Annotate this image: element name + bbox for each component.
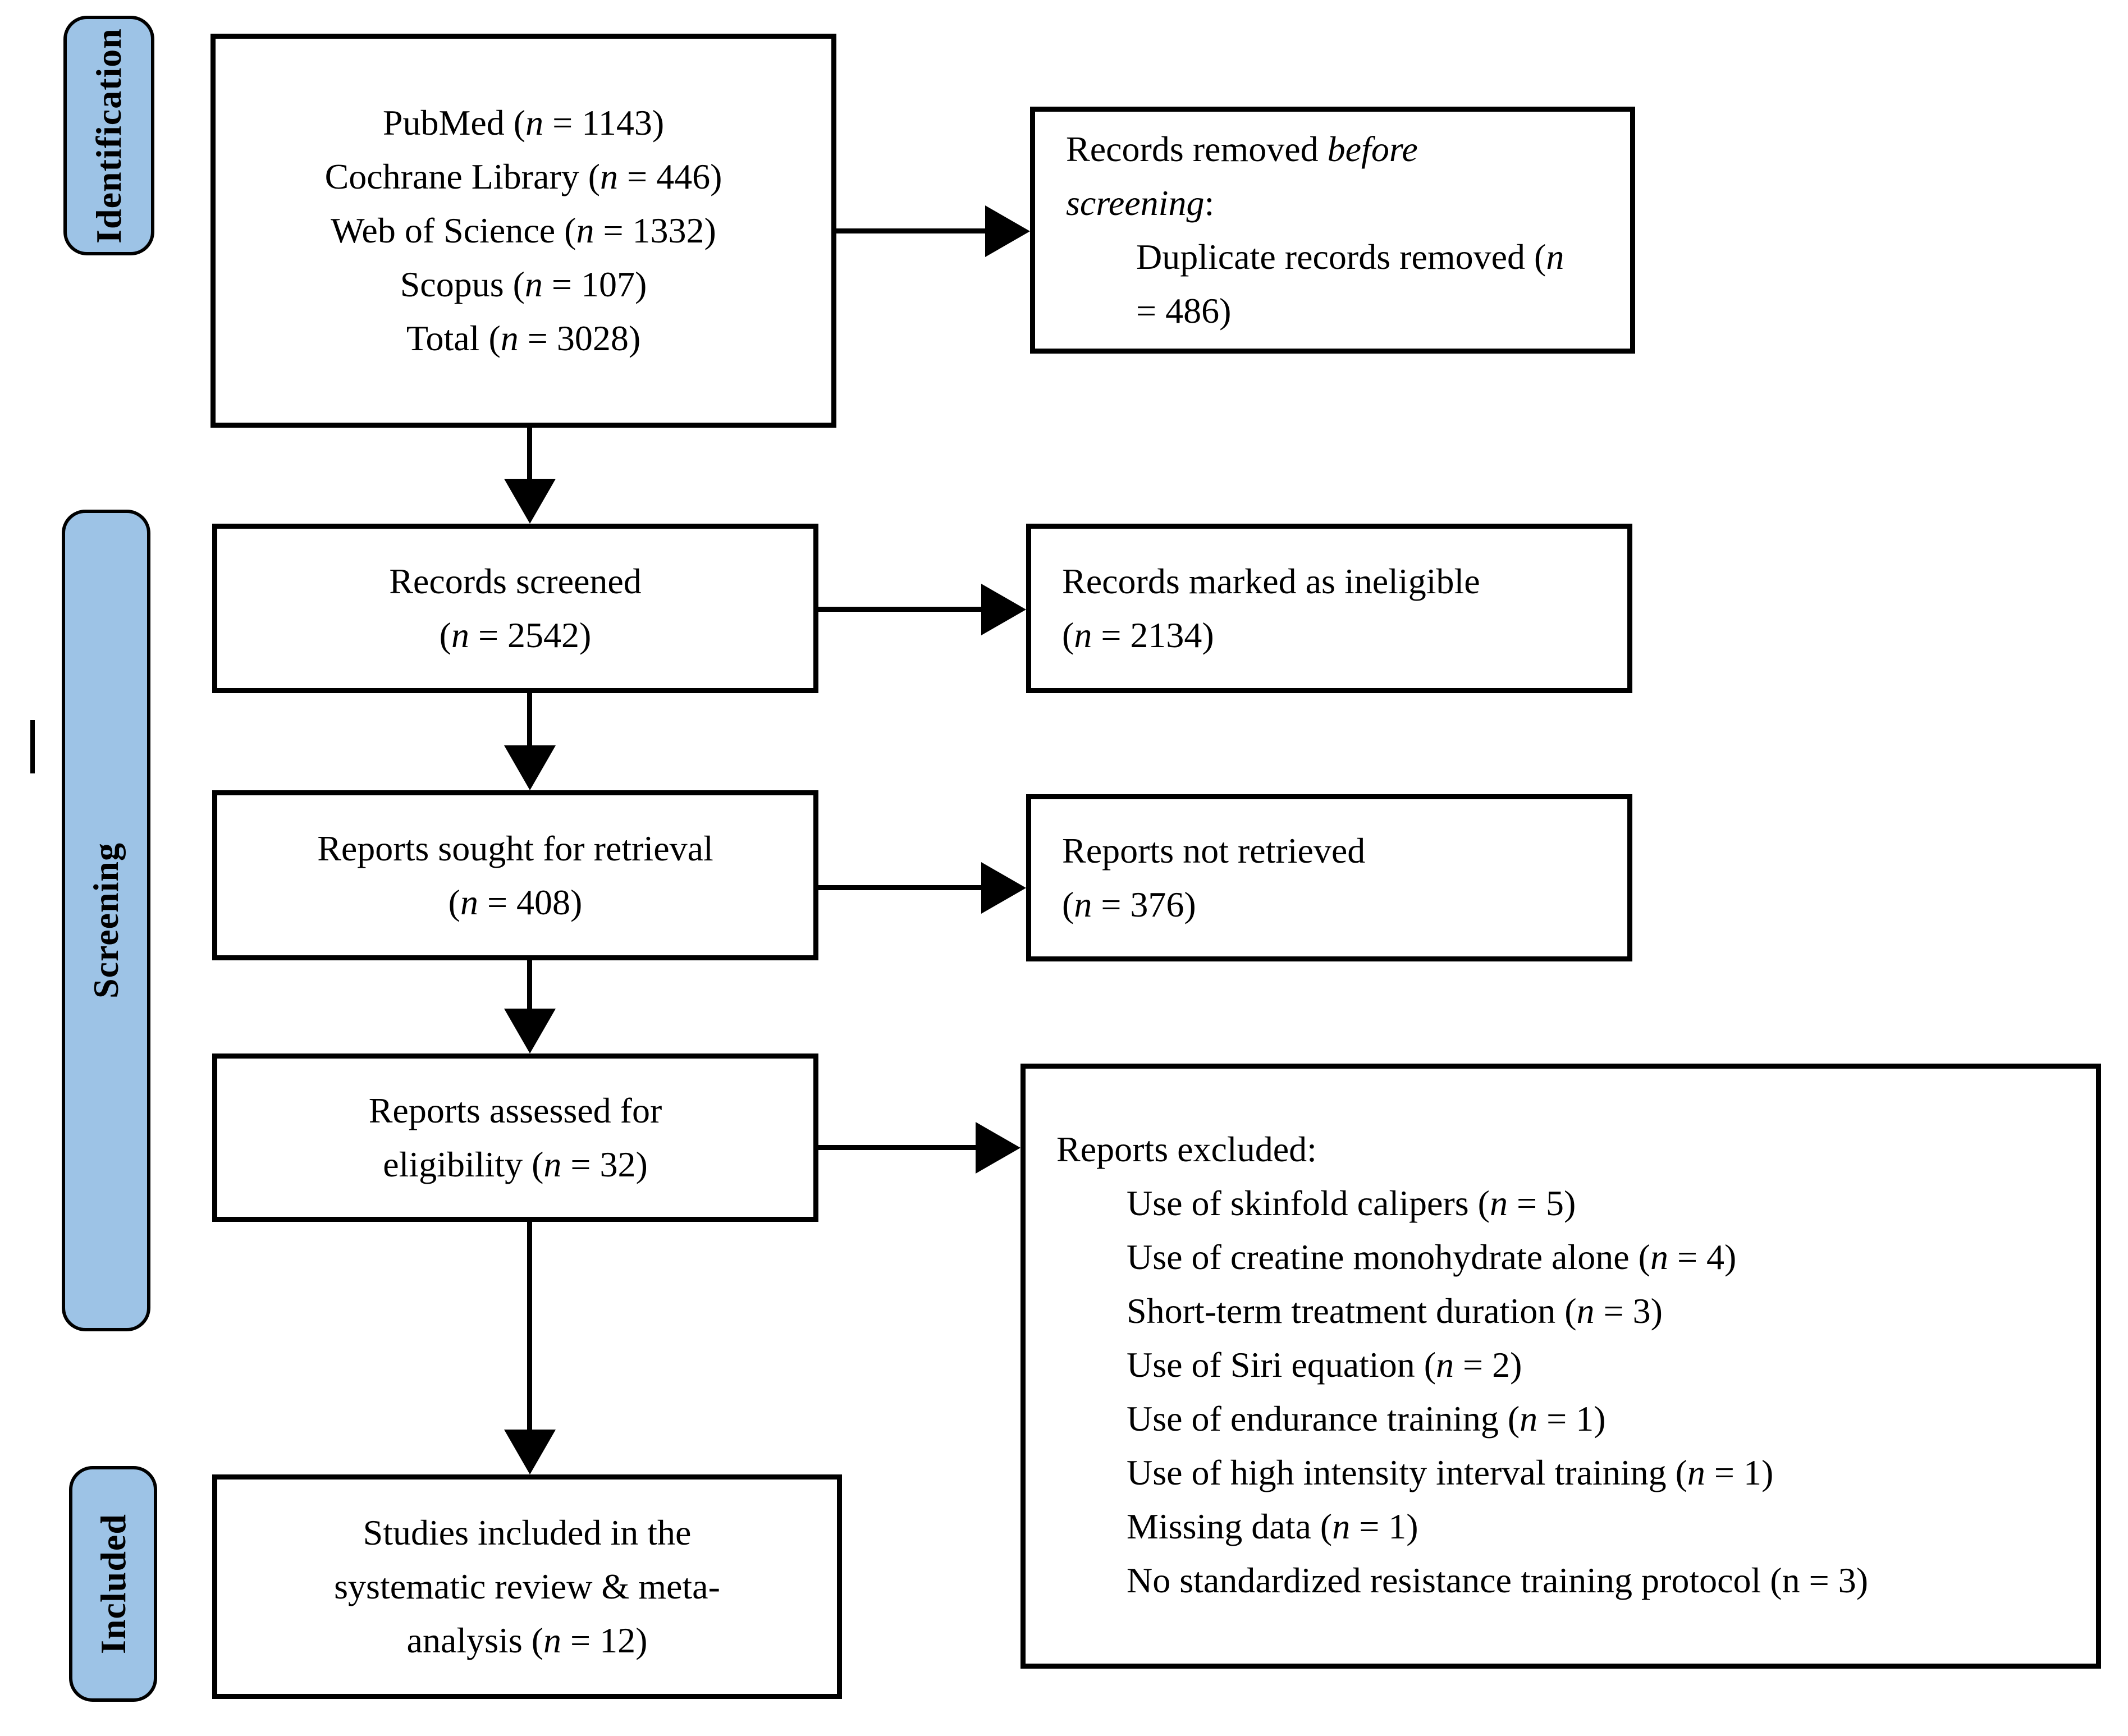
arrow-down-icon — [504, 1430, 556, 1474]
removed-title-line1: Records removed before — [1066, 129, 1418, 169]
databases-searched-box: PubMed (n = 1143) Cochrane Library (n = … — [210, 34, 836, 428]
arrow-down-icon — [504, 479, 556, 524]
stage-label-identification: Identification — [63, 16, 154, 255]
records-ineligible-count: (n = 2134) — [1062, 615, 1214, 655]
stage-label-screening: Screening — [62, 510, 150, 1331]
records-screened-line: Records screened — [389, 561, 642, 601]
source-line: Total (n = 3028) — [406, 318, 641, 358]
source-line: Web of Science (n = 1332) — [331, 210, 716, 250]
stage-label-included: Included — [69, 1466, 157, 1702]
excluded-item: Use of creatine monohydrate alone (n = 4… — [1127, 1237, 1737, 1277]
excluded-item: Use of endurance training (n = 1) — [1127, 1399, 1606, 1439]
arrow-assessed-to-excluded-line — [818, 1145, 976, 1150]
reports-sought-box: Reports sought for retrieval (n = 408) — [212, 790, 818, 960]
records-removed-before-screening-box: Records removed before screening: Duplic… — [1030, 107, 1635, 354]
excluded-item: Use of high intensity interval training … — [1127, 1453, 1774, 1492]
arrow-down-icon — [504, 1009, 556, 1053]
arrow-sources-to-screened-line — [527, 428, 532, 479]
arrow-sought-to-assessed-line — [527, 960, 532, 1009]
stage-label-identification-text: Identification — [89, 28, 129, 244]
source-line: Scopus (n = 107) — [400, 264, 647, 304]
source-line: Cochrane Library (n = 446) — [324, 157, 722, 196]
arrow-screened-to-sought-line — [527, 693, 532, 745]
reports-sought-count: (n = 408) — [448, 882, 583, 922]
arrow-right-icon — [985, 205, 1030, 257]
stray-mark — [30, 720, 35, 773]
arrow-right-icon — [976, 1122, 1020, 1174]
excluded-item: Short-term treatment duration (n = 3) — [1127, 1291, 1663, 1331]
arrow-down-icon — [504, 745, 556, 790]
records-ineligible-line: Records marked as ineligible — [1062, 561, 1480, 601]
excluded-item-last: No standardized resistance training prot… — [1127, 1560, 1868, 1600]
reports-assessed-count: eligibility (n = 32) — [383, 1144, 648, 1184]
stage-label-included-text: Included — [93, 1514, 133, 1654]
studies-included-box: Studies included in the systematic revie… — [212, 1474, 842, 1699]
arrow-assessed-to-included-line — [527, 1222, 532, 1430]
reports-excluded-title: Reports excluded: — [1056, 1129, 1317, 1169]
studies-included-line: systematic review & meta- — [334, 1566, 720, 1606]
reports-sought-line: Reports sought for retrieval — [317, 828, 713, 868]
studies-included-count: analysis (n = 12) — [406, 1620, 648, 1660]
duplicate-records-removed-item: Duplicate records removed (n = 486) — [1136, 237, 1564, 331]
arrow-right-icon — [981, 862, 1026, 914]
reports-assessed-line: Reports assessed for — [368, 1091, 662, 1130]
stage-label-screening-text: Screening — [86, 842, 126, 999]
arrow-screened-to-ineligible-line — [818, 607, 981, 612]
studies-included-line: Studies included in the — [363, 1513, 692, 1552]
reports-not-retrieved-count: (n = 376) — [1062, 885, 1196, 924]
reports-not-retrieved-line: Reports not retrieved — [1062, 831, 1366, 871]
records-screened-count: (n = 2542) — [439, 615, 592, 655]
arrow-sources-to-removed-line — [836, 228, 985, 233]
reports-not-retrieved-box: Reports not retrieved (n = 376) — [1026, 794, 1632, 961]
excluded-item: Use of skinfold calipers (n = 5) — [1127, 1183, 1576, 1223]
arrow-right-icon — [981, 584, 1026, 635]
excluded-item: Use of Siri equation (n = 2) — [1127, 1345, 1522, 1385]
arrow-sought-to-notretrieved-line — [818, 885, 981, 890]
reports-excluded-box: Reports excluded: Use of skinfold calipe… — [1020, 1064, 2101, 1669]
source-line: PubMed (n = 1143) — [382, 103, 665, 143]
excluded-item: Missing data (n = 1) — [1127, 1506, 1418, 1546]
records-ineligible-box: Records marked as ineligible (n = 2134) — [1026, 524, 1632, 693]
removed-title-line2: screening: — [1066, 183, 1215, 223]
reports-assessed-box: Reports assessed for eligibility (n = 32… — [212, 1053, 818, 1222]
records-screened-box: Records screened (n = 2542) — [212, 524, 818, 693]
